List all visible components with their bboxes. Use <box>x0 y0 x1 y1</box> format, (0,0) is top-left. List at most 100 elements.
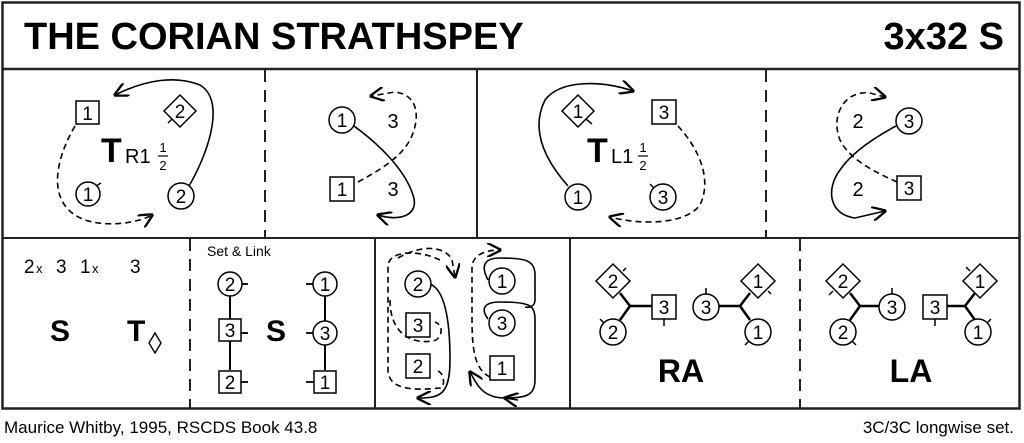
dancer-3-plain: 3 <box>387 179 398 201</box>
svg-text:L1: L1 <box>611 146 633 168</box>
dancer-circle-1: 1 <box>75 181 102 207</box>
dancer-circle-2: 2 <box>829 318 857 346</box>
dancer-circle-3: 3 <box>878 288 906 321</box>
svg-text:2: 2 <box>225 373 236 394</box>
path-3s-dashed <box>836 93 898 183</box>
set-formation-text: 3C/3C longwise set. <box>862 418 1014 437</box>
dancer-square-2: 2 <box>405 353 431 379</box>
svg-text:1: 1 <box>975 272 986 293</box>
bar-panel-2: 1 3 1 3 <box>328 92 417 218</box>
figure-right-hands-across: RA <box>658 353 704 389</box>
path-1s-solid <box>538 84 633 187</box>
diamond-turn-icon <box>148 331 162 355</box>
dancer-2-plain: 2 <box>852 111 863 133</box>
bar-panel-9: 2 3 2 3 1 1 LA <box>824 262 999 389</box>
dancer-circle-2: 2 <box>599 318 627 346</box>
svg-text:2: 2 <box>413 357 424 378</box>
dancer-3-plain: 3 <box>387 111 398 133</box>
path-solid-right-middle <box>470 301 536 399</box>
bar-panel-6: Set & Link 2 3 2 S 1 3 <box>207 243 338 394</box>
dancer-circle-3: 3 <box>488 309 516 337</box>
path-solid-left <box>418 283 451 398</box>
path-1s-solid <box>353 125 416 218</box>
figure-turn-right: T R1 1 2 <box>101 132 168 173</box>
dancer-square-3: 3 <box>651 99 677 125</box>
credit-text: Maurice Whitby, 1995, RSCDS Book 43.8 <box>4 418 318 437</box>
hands-right-group <box>947 292 977 321</box>
svg-text:3: 3 <box>887 298 898 319</box>
svg-text:3: 3 <box>658 188 669 209</box>
path-solid-right-top <box>483 257 536 309</box>
svg-text:R1: R1 <box>125 146 151 168</box>
dancer-diamond-2: 2 <box>594 262 632 300</box>
svg-text:3: 3 <box>497 314 508 335</box>
hands-right-group <box>718 292 752 321</box>
svg-text:1: 1 <box>83 185 94 206</box>
svg-text:1: 1 <box>320 373 331 394</box>
svg-text:2: 2 <box>639 158 646 173</box>
figure-left-hands-across: LA <box>890 353 933 389</box>
dancer-circle-1: 1 <box>964 318 992 346</box>
grid-frame <box>1 1 1021 410</box>
dancer-square-3: 3 <box>218 318 248 342</box>
set-and-link-caption: Set & Link <box>207 243 272 259</box>
hands-left-group <box>618 292 652 321</box>
figure-turn-left: T L1 1 2 <box>587 132 648 173</box>
path-1s-dashed <box>357 92 417 183</box>
figure-turn: T <box>127 315 145 348</box>
dancer-circle-1: 1 <box>564 183 592 211</box>
path-3s-solid <box>830 125 897 218</box>
path-dashed-right <box>471 250 500 378</box>
dancer-diamond-2: 2 <box>824 262 862 300</box>
svg-text:2: 2 <box>608 323 619 344</box>
outer-border <box>1 1 1021 410</box>
dancer-circle-1: 1 <box>306 271 338 297</box>
svg-text:3: 3 <box>320 324 331 345</box>
path-2s-solid <box>115 79 214 187</box>
svg-text:T: T <box>101 132 122 170</box>
bar-panel-5: 2 x 3 1 x 3 S T <box>24 257 162 355</box>
svg-text:2: 2 <box>24 257 35 278</box>
dancer-square-3: 3 <box>922 294 948 326</box>
dancer-circle-1: 1 <box>328 106 356 134</box>
dancer-circle-2: 2 <box>217 271 248 297</box>
dancer-diamond-1: 1 <box>739 262 777 300</box>
bar-panel-8: 2 3 2 3 1 1 RA <box>594 262 777 389</box>
dancer-diamond-2: 2 <box>162 93 198 129</box>
svg-text:1: 1 <box>82 104 93 125</box>
svg-text:1: 1 <box>80 257 91 278</box>
svg-text:1: 1 <box>159 140 166 155</box>
dancer-circle-3: 3 <box>692 288 720 321</box>
svg-text:2: 2 <box>838 272 849 293</box>
svg-text:3: 3 <box>225 321 236 342</box>
bar-panel-1: 1 2 1 2 T R1 1 2 <box>56 79 214 224</box>
svg-text:3: 3 <box>659 103 670 124</box>
dancer-circle-2: 2 <box>167 182 195 210</box>
svg-text:1: 1 <box>639 140 646 155</box>
svg-text:1: 1 <box>973 323 984 344</box>
dancer-diamond-1: 1 <box>560 93 596 129</box>
bar-panel-3: 1 3 1 3 T L1 1 2 <box>538 84 706 222</box>
dancer-diamond-1: 1 <box>961 262 999 300</box>
dance-title: THE CORIAN STRATHSPEY <box>24 16 524 58</box>
svg-text:2: 2 <box>838 323 849 344</box>
dancer-circle-3: 3 <box>649 183 677 211</box>
svg-text:x: x <box>36 261 43 276</box>
svg-text:2: 2 <box>176 187 187 208</box>
dancer-circle-2: 2 <box>404 270 432 298</box>
svg-text:3: 3 <box>904 112 915 133</box>
dancer-square-1: 1 <box>75 100 100 125</box>
svg-text:3: 3 <box>904 179 915 200</box>
hands-left-group <box>848 292 880 321</box>
positions-line: 2 x 3 1 x 3 <box>24 257 141 278</box>
svg-text:1: 1 <box>337 111 348 132</box>
svg-text:3: 3 <box>130 257 141 278</box>
dancer-circle-1: 1 <box>488 267 516 295</box>
svg-text:1: 1 <box>753 272 764 293</box>
svg-text:T: T <box>587 132 608 170</box>
path-dashed-left-inner <box>389 299 442 343</box>
bar-panel-4: 2 3 2 3 <box>830 93 923 218</box>
svg-text:1: 1 <box>337 180 348 201</box>
dancer-square-1: 1 <box>489 355 515 381</box>
